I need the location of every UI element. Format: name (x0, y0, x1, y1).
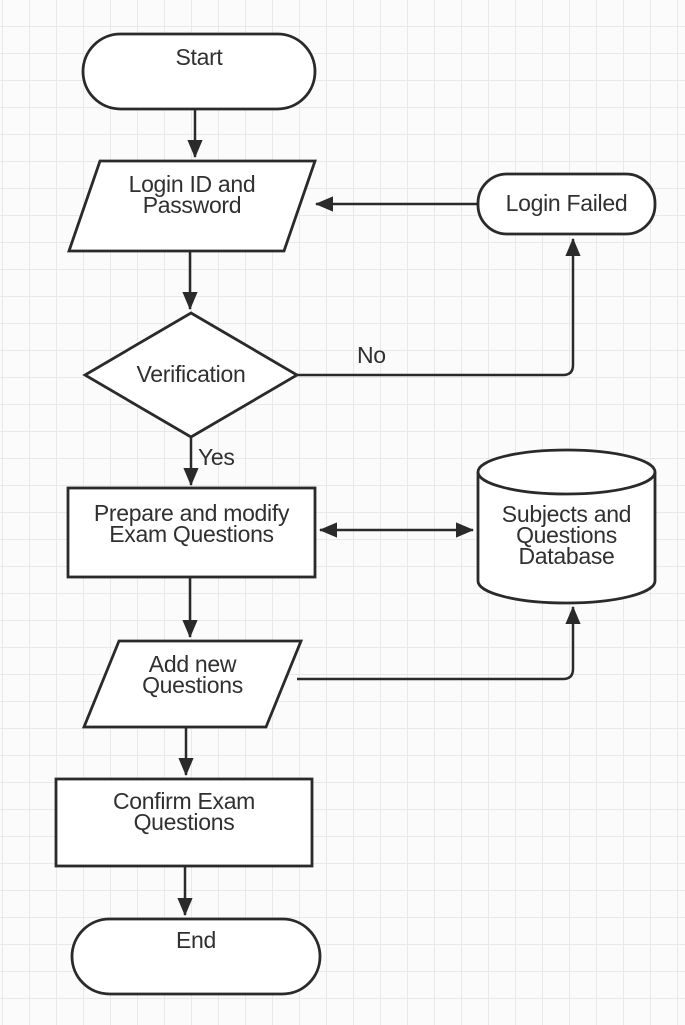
node-verification-label: Verification (136, 361, 246, 387)
node-end-shape (70, 917, 322, 996)
node-add-new-shape (81, 639, 304, 729)
edge-verification-no-to-loginfailed (297, 238, 581, 377)
node-login-input-label: Login ID and Password (128, 171, 256, 218)
node-start-label: Start (175, 44, 223, 70)
node-database-label: Subjects and Questions Database (501, 501, 632, 569)
node-login-failed-label: Login Failed (505, 190, 628, 216)
node-prepare-shape (66, 486, 317, 579)
node-start-shape (81, 32, 317, 111)
node-add-new-label: Add new Questions (142, 651, 243, 698)
edge-label-yes: Yes (198, 444, 235, 470)
node-confirm-label: Confirm Exam Questions (112, 788, 256, 835)
node-login-failed-shape (476, 172, 657, 236)
node-end-label: End (175, 927, 217, 953)
node-database-shape (476, 448, 657, 605)
node-confirm-shape (54, 777, 314, 868)
edge-addnew-to-database (297, 606, 581, 681)
node-prepare-label: Prepare and modify Exam Questions (93, 500, 290, 547)
node-verification-shape (82, 311, 300, 439)
edge-label-no: No (357, 342, 386, 368)
edge-layer (177, 110, 581, 916)
node-login-input-shape (67, 159, 317, 253)
node-layer (54, 32, 657, 996)
node-database-top-ellipse (476, 471, 657, 496)
